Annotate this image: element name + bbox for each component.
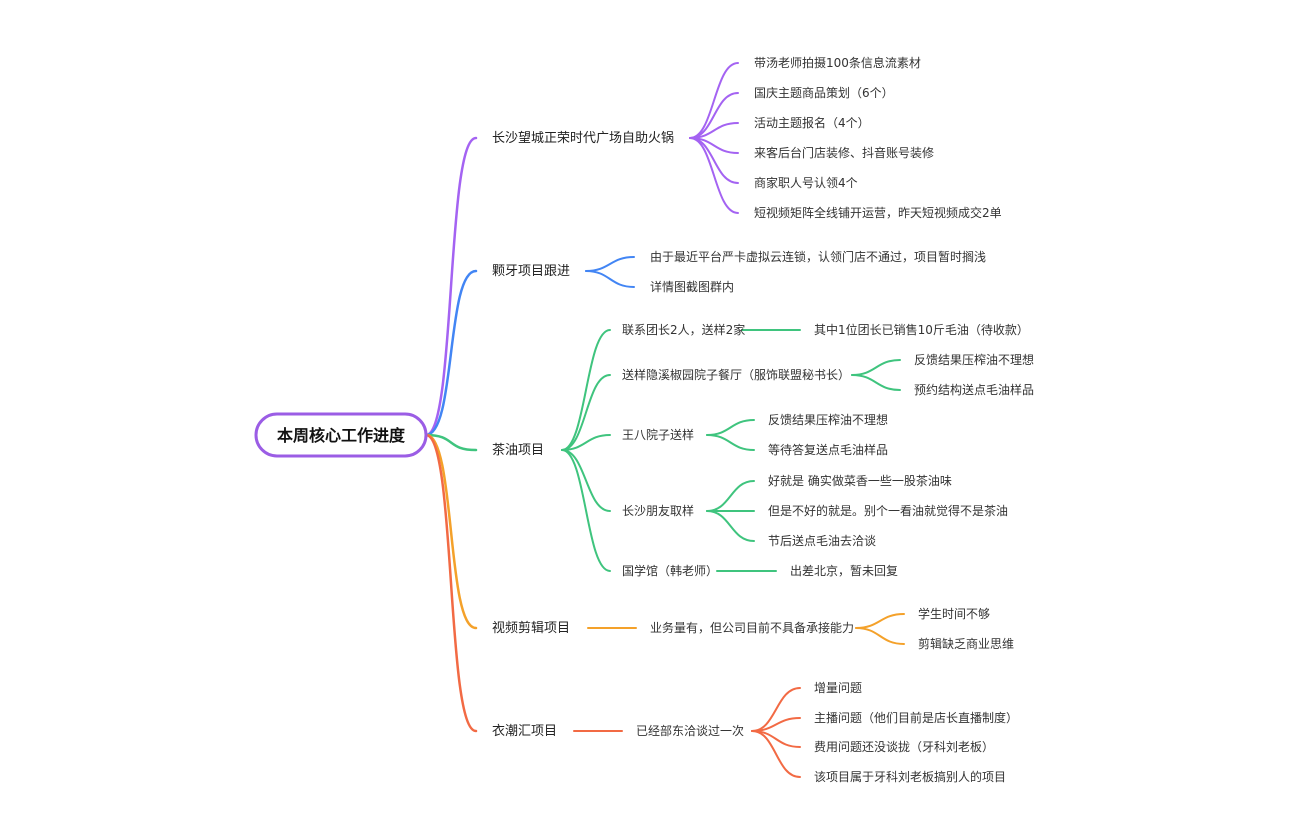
mindmap-nodes: 本周核心工作进度 长沙望城正荣时代广场自助火锅 带汤老师拍摄100条信息流素材国庆… (254, 55, 1034, 784)
leaf-edge (706, 480, 755, 512)
leaf-node[interactable]: 等待答复送点毛油样品 (768, 442, 888, 457)
leaf-edge (585, 256, 635, 272)
leaf-node[interactable]: 好就是 确实做菜香一些一股茶油味 (768, 473, 952, 488)
sub-node[interactable]: 长沙朋友取样 (622, 503, 694, 518)
leaf-node[interactable]: 预约结构送点毛油样品 (914, 382, 1034, 397)
leaf-edge (751, 730, 801, 778)
leaf-node[interactable]: 活动主题报名（4个） (754, 115, 870, 130)
leaf-node[interactable]: 学生时间不够 (918, 606, 990, 621)
sub-node[interactable]: 联系团长2人，送样2家 (622, 322, 745, 337)
leaf-node[interactable]: 该项目属于牙科刘老板搞别人的项目 (814, 769, 1006, 784)
mindmap-edges (424, 62, 905, 778)
leaf-node[interactable]: 但是不好的就是。别个一看油就觉得不是茶油 (768, 503, 1008, 518)
root-node-box[interactable] (254, 412, 428, 458)
leaf-node[interactable]: 反馈结果压榨油不理想 (768, 412, 888, 427)
branch-edge-tea-oil (424, 433, 478, 452)
branch-edge-keya (424, 269, 478, 437)
leaf-node[interactable]: 由于最近平台严卡虚拟云连锁，认领门店不通过，项目暂时搁浅 (650, 249, 986, 264)
branch-edge-changsha-hotpot (424, 136, 478, 437)
leaf-node[interactable]: 反馈结果压榨油不理想 (914, 352, 1034, 367)
sub-edge (561, 449, 611, 512)
leaf-node[interactable]: 剪辑缺乏商业思维 (918, 636, 1014, 651)
leaf-edge (855, 613, 905, 629)
leaf-node[interactable]: 费用问题还没谈拢（牙科刘老板） (814, 739, 994, 754)
branch-node-changsha-hotpot[interactable]: 长沙望城正荣时代广场自助火锅 (492, 130, 674, 146)
leaf-edge (689, 137, 739, 214)
branch-node-video-edit[interactable]: 视频剪辑项目 (492, 620, 570, 636)
leaf-node[interactable]: 商家职人号认领4个 (754, 175, 858, 190)
leaf-node[interactable]: 增量问题 (814, 681, 862, 695)
branch-edge-yichaohui (424, 433, 478, 733)
sub-node[interactable]: 送样隐溪椒园院子餐厅（服饰联盟秘书长） (622, 367, 850, 382)
leaf-edge (585, 270, 635, 288)
branch-node-yichaohui[interactable]: 衣潮汇项目 (492, 723, 557, 739)
leaf-node[interactable]: 节后送点毛油去洽谈 (768, 533, 876, 548)
leaf-edge (851, 374, 901, 391)
leaf-node[interactable]: 带汤老师拍摄100条信息流素材 (754, 55, 921, 70)
sub-node[interactable]: 王八院子送样 (622, 427, 694, 442)
sub-node[interactable]: 已经部东洽谈过一次 (636, 723, 744, 738)
sub-edge (561, 329, 611, 451)
leaf-node[interactable]: 来客后台门店装修、抖音账号装修 (754, 145, 934, 160)
leaf-edge (706, 510, 755, 542)
sub-node[interactable]: 业务量有，但公司目前不具备承接能力 (650, 620, 854, 635)
branch-edge-video-edit (424, 433, 478, 630)
sub-node[interactable]: 国学馆（韩老师） (622, 563, 718, 578)
leaf-edge (689, 62, 739, 139)
leaf-edge (706, 434, 755, 451)
leaf-node[interactable]: 国庆主题商品策划（6个） (754, 85, 894, 100)
sub-edge (561, 374, 611, 451)
root-node-label: 本周核心工作进度 (277, 426, 406, 445)
sub-edge (561, 449, 611, 572)
leaf-edge (706, 419, 755, 436)
leaf-node[interactable]: 其中1位团长已销售10斤毛油（待收款） (814, 322, 1029, 337)
leaf-edge (855, 627, 905, 645)
leaf-node[interactable]: 主播问题（他们目前是店长直播制度） (814, 710, 1018, 725)
leaf-node[interactable]: 短视频矩阵全线铺开运营，昨天短视频成交2单 (754, 205, 1002, 220)
branch-node-keya[interactable]: 颗牙项目跟进 (492, 264, 570, 279)
leaf-node[interactable]: 详情图截图群内 (650, 279, 734, 294)
sub-edge (561, 434, 611, 451)
branch-node-tea-oil[interactable]: 茶油项目 (492, 442, 544, 458)
leaf-node[interactable]: 出差北京，暂未回复 (790, 564, 898, 578)
root-node[interactable]: 本周核心工作进度 (254, 412, 428, 458)
leaf-edge (851, 359, 901, 376)
